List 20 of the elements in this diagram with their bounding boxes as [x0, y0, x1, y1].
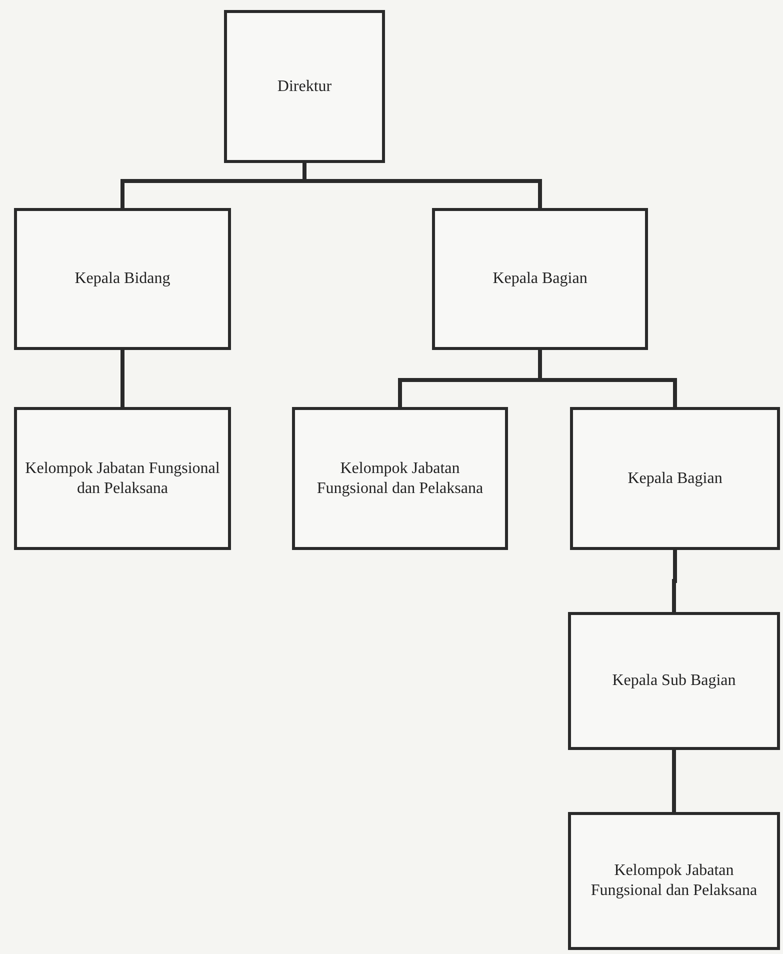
- connector-line: [672, 750, 676, 812]
- org-box: [432, 208, 648, 350]
- org-box: [292, 407, 508, 550]
- connector-line: [302, 163, 542, 208]
- org-box: [568, 612, 780, 750]
- box-label: Kepala Bagian: [492, 269, 588, 289]
- connector-line: [120, 350, 124, 407]
- box-label: Direktur: [277, 76, 332, 96]
- org-box: [568, 812, 780, 950]
- org-box: [570, 407, 780, 550]
- org-box: [14, 208, 231, 350]
- org-box: [14, 407, 231, 550]
- box-label: Kelompok Jabatan Fungsional dan Pelaksana: [590, 861, 758, 901]
- box-label: Kelompok Jabatan Fungsional dan Pelaksana: [316, 458, 484, 498]
- box-label: Kepala Bagian: [628, 468, 722, 488]
- box-label: Kelompok Jabatan Fungsional dan Pelaksana: [25, 458, 220, 498]
- box-label: Kepala Bidang: [74, 269, 170, 289]
- connector-line: [672, 550, 677, 612]
- box-label: Kepala Sub Bagian: [612, 671, 736, 691]
- org-box: [224, 10, 385, 163]
